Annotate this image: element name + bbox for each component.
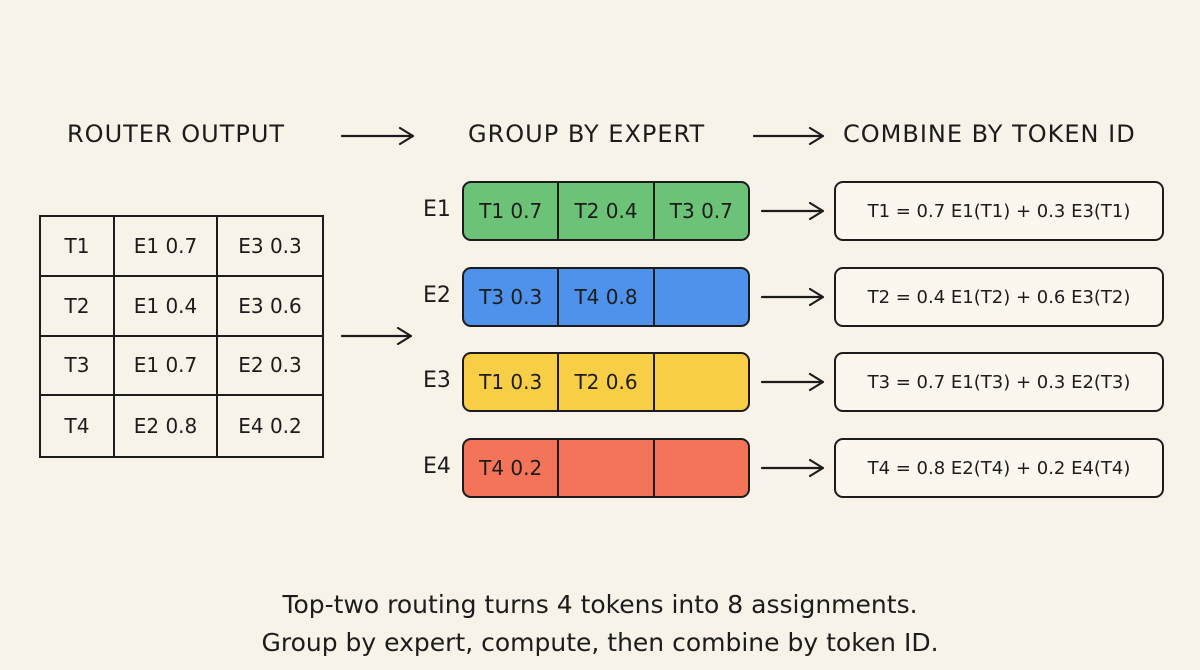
expert-bar: T4 0.2 — [462, 438, 750, 498]
expert-slot: T4 0.8 — [559, 269, 655, 325]
arrow-table-to-experts-icon — [340, 326, 413, 346]
expert-slot: T3 0.7 — [669, 199, 733, 223]
router-assignment-cell: E4 0.2 — [238, 414, 302, 439]
router-assignment-cell: E3 0.6 — [218, 277, 322, 337]
heading-router-output: ROUTER OUTPUT — [67, 120, 286, 148]
combine-formula-box: T1 = 0.7 E1(T1) + 0.3 E3(T1) — [834, 181, 1164, 241]
router-assignment-cell: E1 0.7 — [115, 217, 218, 277]
expert-slot: T2 0.6 — [559, 354, 655, 410]
combine-formula-box: T2 = 0.4 E1(T2) + 0.6 E3(T2) — [834, 267, 1164, 327]
heading-group-by-expert: GROUP BY EXPERT — [468, 120, 706, 148]
expert-slot — [655, 269, 748, 325]
caption-line-2: Group by expert, compute, then combine b… — [261, 628, 939, 657]
expert-label: E2 — [423, 283, 451, 308]
arrow-expert-to-combine-icon — [760, 201, 825, 221]
router-token-cell: T2 — [41, 276, 115, 337]
router-token-cell: T3 — [41, 336, 115, 397]
expert-slot: T4 0.2 — [464, 440, 560, 496]
router-token-cell: T4 — [41, 396, 115, 456]
expert-slot: T1 0.3 — [464, 354, 560, 410]
expert-slot — [655, 354, 748, 410]
arrow-group-to-combine-icon — [752, 126, 825, 146]
expert-slot — [655, 440, 748, 496]
expert-slot: T2 0.4 — [559, 183, 655, 239]
arrow-expert-to-combine-icon — [760, 287, 825, 307]
expert-label: E4 — [423, 454, 451, 479]
router-assignment-cell: E2 0.3 — [218, 337, 322, 397]
router-assignment-cell: E1 0.4 — [115, 276, 218, 337]
expert-slot: T1 0.7 — [464, 183, 560, 239]
router-assignment-cell: E1 0.7 — [115, 336, 218, 397]
router-token-cell: T1 — [41, 217, 115, 277]
combine-formula-box: T4 = 0.8 E2(T4) + 0.2 E4(T4) — [834, 438, 1164, 498]
expert-label: E1 — [423, 197, 451, 222]
router-assignment-cell: E2 0.8 — [115, 396, 218, 456]
arrow-expert-to-combine-icon — [760, 372, 825, 392]
heading-combine-by-token-id: COMBINE BY TOKEN ID — [843, 120, 1136, 148]
combine-formula-box: T3 = 0.7 E1(T3) + 0.3 E2(T3) — [834, 352, 1164, 412]
caption-line-1: Top-two routing turns 4 tokens into 8 as… — [282, 590, 918, 619]
expert-slot — [559, 440, 655, 496]
arrow-expert-to-combine-icon — [760, 458, 825, 478]
router-assignment-cell: E3 0.3 — [218, 217, 322, 277]
expert-slot: T3 0.3 — [464, 269, 560, 325]
expert-label: E3 — [423, 368, 451, 393]
arrow-router-to-group-icon — [340, 126, 415, 146]
